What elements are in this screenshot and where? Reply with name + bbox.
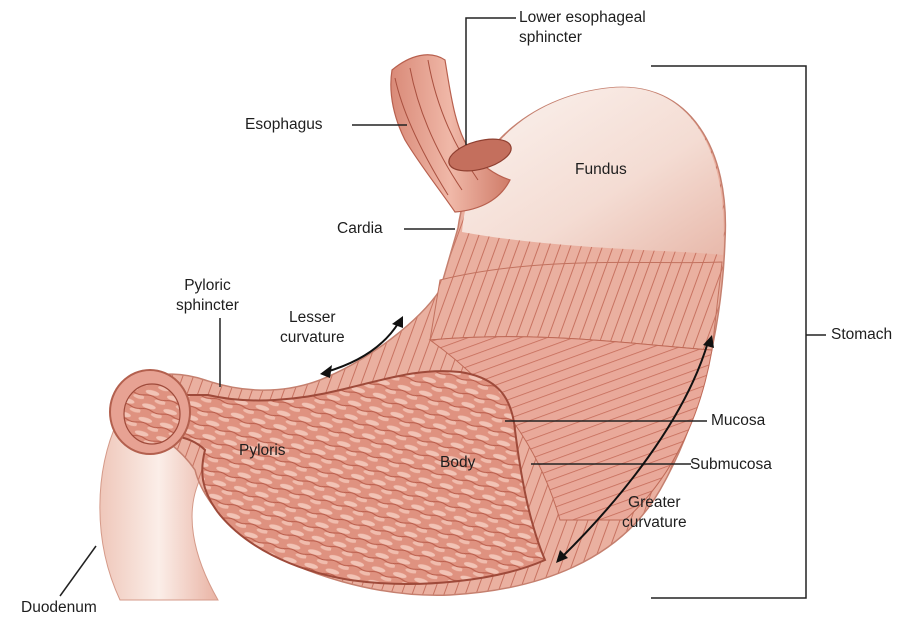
label-fundus: Fundus: [575, 160, 627, 180]
label-pyloris: Pyloris: [239, 441, 286, 461]
label-greater-curvature: Greater curvature: [622, 493, 687, 533]
label-line: sphincter: [519, 28, 646, 48]
label-lesser-curvature: Lesser curvature: [280, 308, 345, 348]
label-lower-esophageal-sphincter: Lower esophageal sphincter: [519, 8, 646, 48]
label-line: Greater: [622, 493, 687, 513]
label-line: Lesser: [280, 308, 345, 328]
label-line: sphincter: [176, 296, 239, 316]
label-line: curvature: [622, 513, 687, 533]
label-line: Lower esophageal: [519, 8, 646, 28]
esophagus-shape: [391, 55, 510, 212]
label-pyloric-sphincter: Pyloric sphincter: [176, 276, 239, 316]
label-cardia: Cardia: [337, 219, 383, 239]
label-esophagus: Esophagus: [245, 115, 323, 135]
lesser-arrow-head-2: [392, 316, 403, 328]
label-duodenum: Duodenum: [21, 598, 97, 618]
lesser-arrow-head-1: [320, 365, 332, 378]
label-body: Body: [440, 453, 475, 473]
label-stomach: Stomach: [831, 325, 892, 345]
label-line: curvature: [280, 328, 345, 348]
label-submucosa: Submucosa: [690, 455, 772, 475]
label-line: Pyloric: [176, 276, 239, 296]
label-mucosa: Mucosa: [711, 411, 765, 431]
